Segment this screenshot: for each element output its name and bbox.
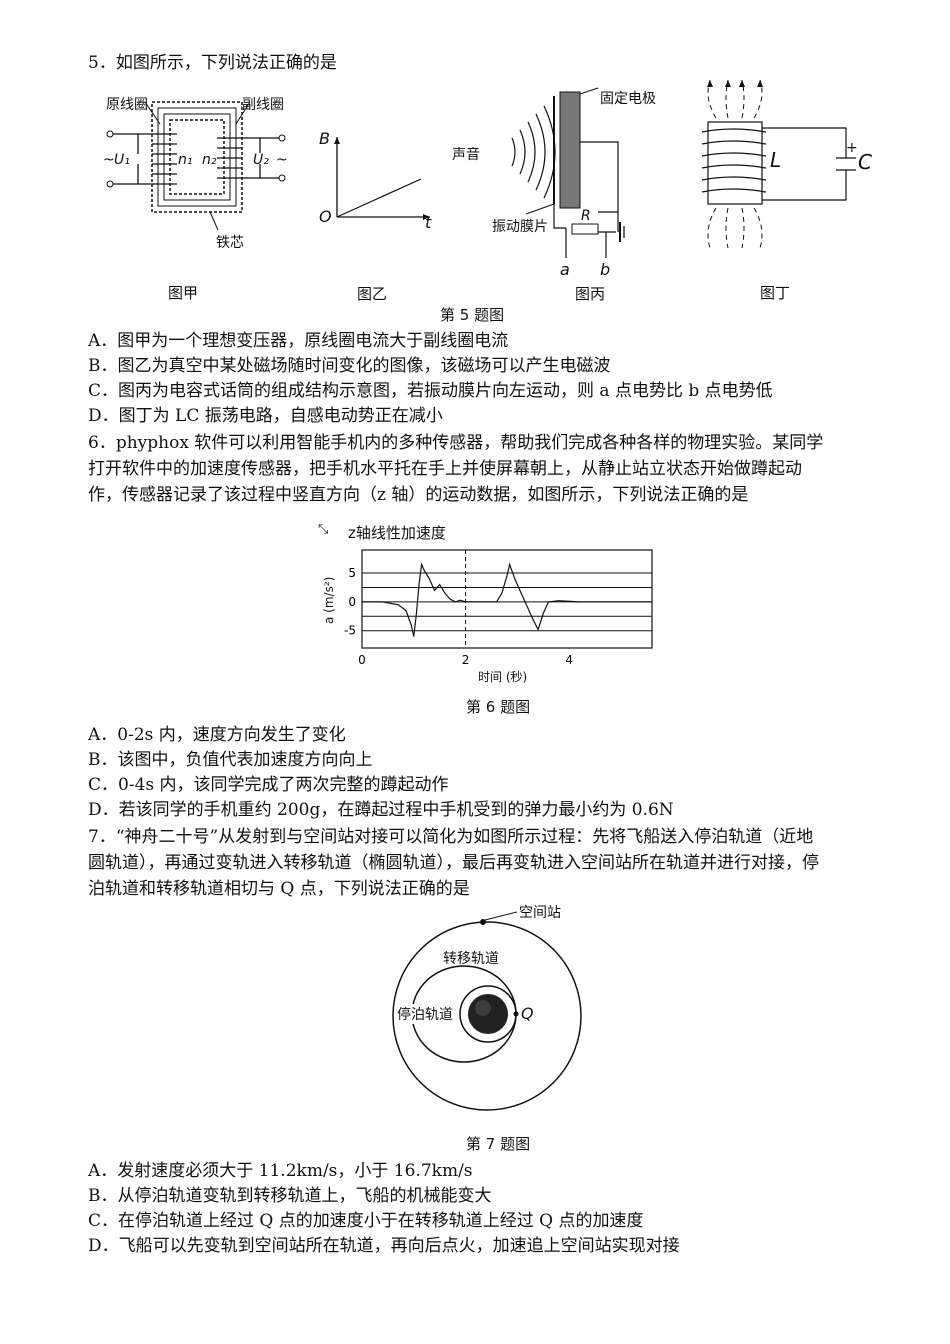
x-tick-label: 0	[358, 653, 366, 667]
q6-stem-line-3: 作，传感器记录了该过程中竖直方向（z 轴）的运动数据，如图所示，下列说法正确的是	[88, 485, 749, 505]
q7-option-c: C．在停泊轨道上经过 Q 点的加速度小于在转移轨道上经过 Q 点的加速度	[88, 1211, 644, 1231]
fig-orbits: 空间站 转移轨道 停泊轨道 Q	[385, 898, 595, 1126]
point-q-dot	[513, 1011, 519, 1017]
capacitor-label: C	[858, 150, 872, 174]
b-axis-label: B	[319, 129, 330, 148]
q7-stem-line-2: 圆轨道），再通过变轨进入转移轨道（椭圆轨道），最后再变轨进入空间站所在轨道并进行…	[88, 853, 819, 873]
point-q-label: Q	[521, 1004, 534, 1023]
fig-jia-caption: 图甲	[168, 284, 199, 302]
fig-lc-circuit: L C +	[690, 78, 880, 258]
q7-option-d: D．飞船可以先变轨到空间站所在轨道，再向后点火，加速追上空间站实现对接	[88, 1236, 680, 1256]
space-station-label: 空间站	[519, 905, 561, 921]
q5-figure-title: 第 5 题图	[440, 306, 505, 324]
q7-option-b: B．从停泊轨道变轨到转移轨道上，飞船的机械能变大	[88, 1186, 492, 1206]
expand-icon: ⤡	[318, 522, 329, 537]
lc-circuit-diagram	[701, 79, 856, 249]
u2-label: U₂	[253, 152, 269, 168]
q5-stem: 5．如图所示，下列说法正确的是	[88, 53, 337, 73]
origin-label: O	[319, 207, 332, 226]
q7-option-a: A．发射速度必须大于 11.2km/s，小于 16.7km/s	[88, 1161, 473, 1181]
inductor-label: L	[770, 148, 782, 172]
transfer-orbit-label: 转移轨道	[443, 951, 499, 967]
q5-option-c: C．图丙为电容式话筒的组成结构示意图，若振动膜片向左运动，则 a 点电势比 b …	[88, 381, 773, 401]
q5-option-a: A．图甲为一个理想变压器，原线圈电流大于副线圈电流	[88, 331, 509, 351]
station-orbit	[392, 921, 582, 1111]
x-tick-label: 4	[565, 653, 573, 667]
secondary-coil-label: 副线圈	[242, 97, 284, 113]
chart-plot: 5 0 -5 0 2 4	[344, 549, 653, 667]
transformer-diagram	[106, 101, 286, 231]
parking-orbit-label: 停泊轨道	[397, 1004, 453, 1024]
q7-stem-line-3: 泊轨道和转移轨道相切与 Q 点，下列说法正确的是	[88, 879, 470, 899]
fig-microphone: 固定电极 声音 振动膜片 R a b	[448, 82, 688, 282]
sound-label: 声音	[452, 147, 480, 163]
q6-option-c: C．0-4s 内，该同学完成了两次完整的蹲起动作	[88, 775, 449, 795]
electrode-label: 固定电极	[600, 91, 656, 107]
fig-ding-caption: 图丁	[760, 284, 791, 302]
x-tick-label: 2	[462, 653, 470, 667]
q6-option-b: B．该图中，负值代表加速度方向向上	[88, 750, 373, 770]
y-axis-label: a (m/s²)	[322, 576, 336, 624]
u1-label: U₁	[114, 152, 130, 168]
q5-option-d: D．图丁为 LC 振荡电路，自感电动势正在减小	[88, 406, 443, 426]
plus-sign: +	[846, 140, 858, 156]
q6-option-d: D．若该同学的手机重约 200g，在蹲起过程中手机受到的弹力最小约为 0.6N	[88, 800, 674, 820]
fig-bing-caption: 图丙	[575, 285, 606, 303]
q5-option-b: B．图乙为真空中某处磁场随时间变化的图像，该磁场可以产生电磁波	[88, 356, 611, 376]
q6-stem-line-2: 打开软件中的加速度传感器，把手机水平托在手上并使屏幕朝上，从静止站立状态开始做蹲…	[88, 459, 802, 479]
q6-option-a: A．0-2s 内，速度方向发生了变化	[88, 725, 346, 745]
tilde-left: ~	[103, 152, 115, 168]
membrane-label: 振动膜片	[492, 219, 548, 235]
q7-figure-title: 第 7 题图	[466, 1135, 531, 1153]
y-tick-label: -5	[344, 624, 356, 638]
point-b-label: b	[600, 260, 611, 279]
q6-stem-line-1: 6．phyphox 软件可以利用智能手机内的多种传感器，帮助我们完成各种各样的物…	[88, 433, 824, 453]
q6-figure-title: 第 6 题图	[466, 698, 531, 716]
fig-bt-graph: B O t	[315, 125, 445, 235]
plot-frame	[361, 549, 653, 649]
fig-yi-caption: 图乙	[357, 285, 388, 303]
n2-label: n₂	[202, 152, 217, 168]
y-tick-label: 0	[348, 595, 356, 609]
iron-core-label: 铁芯	[216, 235, 244, 251]
primary-coil-label: 原线圈	[106, 97, 148, 113]
orbits-diagram	[392, 911, 582, 1111]
point-a-label: a	[560, 260, 570, 279]
y-tick-label: 5	[348, 566, 356, 580]
n1-label: n₁	[178, 152, 193, 168]
fig-transformer: 原线圈 副线圈 铁芯 U₁ ~ n₁ n₂ U₂ ~	[100, 92, 300, 262]
bt-graph-svg	[334, 137, 430, 220]
space-station-dot	[480, 919, 486, 925]
chart-title: z轴线性加速度	[348, 524, 446, 542]
series-line	[362, 562, 652, 637]
t-axis-label: t	[425, 213, 432, 232]
resistor-label: R	[581, 208, 591, 224]
tilde-right: ~	[276, 152, 288, 168]
acceleration-chart: ⤡ z轴线性加速度 5 0 -5 0 2 4 a (m/s²) 时间 (秒)	[316, 520, 666, 690]
q7-stem-line-1: 7．“神舟二十号”从发射到与空间站对接可以简化为如图所示过程：先将飞船送入停泊轨…	[88, 827, 814, 847]
microphone-diagram	[511, 87, 625, 258]
x-axis-label: 时间 (秒)	[478, 670, 528, 684]
